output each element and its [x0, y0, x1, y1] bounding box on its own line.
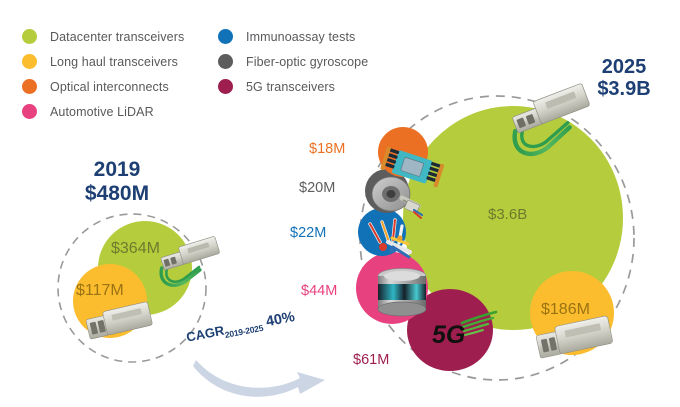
legend-label-interconnect: Optical interconnects — [50, 79, 169, 94]
year-2025-label: 2025 — [601, 56, 647, 78]
legend-dot-gyroscope-icon — [218, 54, 233, 69]
legend-item-long-haul-transceivers: Long haul transceivers — [22, 49, 184, 74]
legend-label-datacenter: Datacenter transceivers — [50, 29, 185, 44]
lidar-sensor-icon — [377, 268, 427, 317]
value-label-immunoassay: $22M — [290, 225, 327, 241]
year-2025-total: $3.9B — [597, 78, 651, 101]
legend-column-left: Datacenter transceivers Long haul transc… — [22, 24, 184, 124]
qsfp-transceiver-2019-icon — [159, 236, 220, 287]
legend-dot-datacenter-icon — [22, 29, 37, 44]
year-2019-total: $480M — [84, 181, 150, 205]
bubble-label-2025-longhaul: $186M — [541, 301, 590, 318]
value-label-5g: $61M — [353, 352, 390, 368]
interconnect-chip-icon — [380, 146, 445, 188]
legend-item-fiber-optic-gyroscope: Fiber-optic gyroscope — [218, 49, 368, 74]
qsfp-transceiver-2025-icon — [512, 83, 590, 157]
bubble-2025-5g[interactable] — [407, 289, 493, 371]
legend-label-longhaul: Long haul transceivers — [50, 54, 178, 69]
legend-label-lidar: Automotive LiDAR — [50, 104, 154, 119]
cluster-2019 — [57, 213, 220, 363]
gyroscope-coil-icon — [371, 176, 424, 219]
legend-item-datacenter-transceivers: Datacenter transceivers — [22, 24, 184, 49]
legend-item-optical-interconnects: Optical interconnects — [22, 74, 184, 99]
xfp-transceiver-2019-icon — [85, 301, 153, 340]
value-label-gyroscope: $20M — [299, 180, 336, 196]
cagr-arrow-icon — [193, 360, 325, 397]
legend-dot-immunoassay-icon — [218, 29, 233, 44]
legend-item-immunoassay-tests: Immunoassay tests — [218, 24, 368, 49]
5g-logo-icon: 5G — [432, 310, 498, 349]
value-label-lidar: $44M — [301, 283, 338, 299]
xfp-transceiver-2025-icon — [535, 315, 613, 359]
bubble-label-2019-datacenter: $364M — [111, 240, 160, 257]
legend-dot-5g-icon — [218, 79, 233, 94]
immunoassay-vial-icon — [368, 218, 412, 259]
bubble-label-2025-datacenter: $3.6B — [488, 206, 528, 223]
legend-label-immunoassay: Immunoassay tests — [246, 29, 356, 44]
year-2019-label: 2019 — [93, 158, 141, 181]
legend-label-5g: 5G transceivers — [246, 79, 336, 94]
cluster-2025: 5G — [356, 83, 635, 381]
legend-dot-lidar-icon — [22, 104, 37, 119]
cluster-2019-boundary — [57, 213, 207, 363]
bubble-label-2019-longhaul: $117M — [76, 282, 124, 299]
legend-dot-interconnect-icon — [22, 79, 37, 94]
year-2019-heading: 2019 $480M — [62, 158, 172, 205]
legend-item-automotive-lidar: Automotive LiDAR — [22, 99, 184, 124]
legend-label-gyroscope: Fiber-optic gyroscope — [246, 54, 369, 69]
legend-column-right: Immunoassay tests Fiber-optic gyroscope … — [218, 24, 368, 99]
svg-text:5G: 5G — [432, 321, 465, 349]
year-2025-heading: 2025 $3.9B — [578, 56, 670, 101]
legend-dot-longhaul-icon — [22, 54, 37, 69]
value-label-interconnect: $18M — [309, 141, 346, 157]
legend-item-5g-transceivers: 5G transceivers — [218, 74, 368, 99]
